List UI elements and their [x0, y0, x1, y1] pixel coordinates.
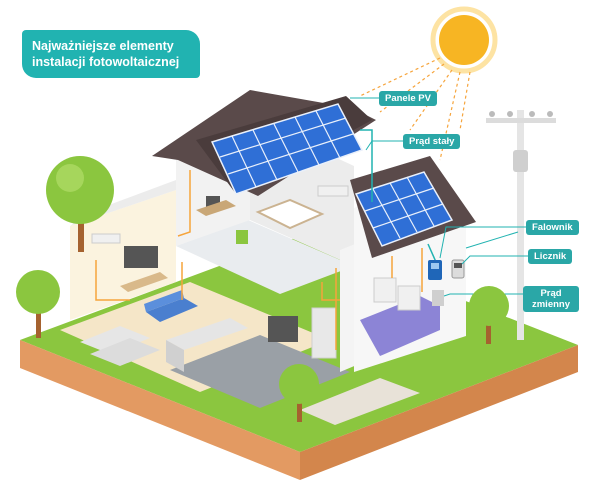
- dc-cable: [360, 129, 437, 263]
- label-direct-current: Prąd stały: [403, 134, 461, 149]
- tree-icon: [16, 270, 60, 338]
- tree-icon: [46, 156, 114, 252]
- diagram-title-line2: instalacji fotowoltaicznej: [32, 55, 180, 69]
- furniture: [91, 185, 421, 372]
- label-alternating-current: Prąd zmienny: [523, 286, 579, 312]
- electrical-wiring: [95, 170, 423, 350]
- tree-icon: [469, 286, 509, 344]
- tree-icon: [279, 364, 319, 422]
- meter-icon: [432, 259, 465, 306]
- diagram-title-line1: Najważniejsze elementy: [32, 39, 174, 53]
- power-pole-icon: [486, 110, 556, 340]
- label-meter: Licznik: [528, 249, 573, 264]
- inverter-icon: [428, 260, 442, 280]
- diagram-title: Najważniejsze elementy instalacji fotowo…: [22, 30, 200, 78]
- solar-panel-icon: [210, 103, 454, 247]
- label-pv-panels: Panele PV: [379, 91, 437, 106]
- leader-lines: [350, 97, 528, 297]
- label-inverter: Falownik: [526, 220, 579, 235]
